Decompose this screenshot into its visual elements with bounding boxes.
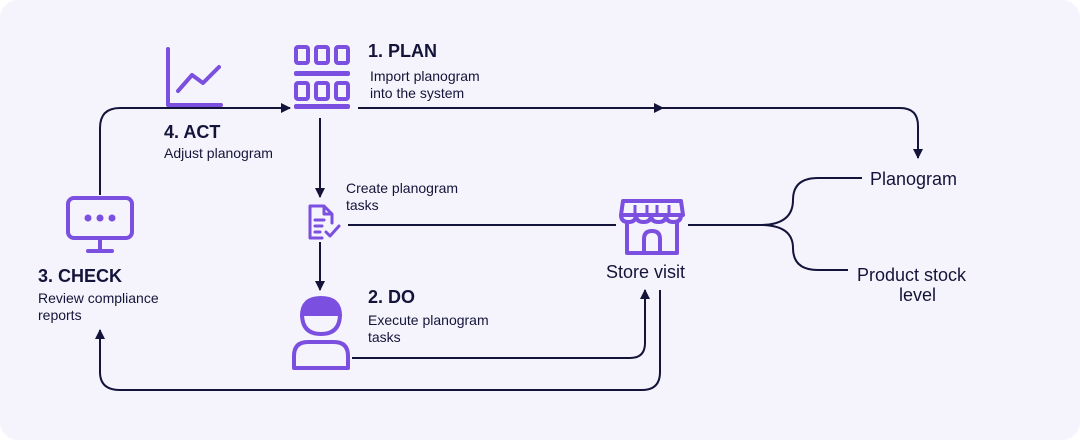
check-description-line-1: Review compliance — [38, 290, 159, 306]
shelf-grid-icon — [294, 45, 350, 109]
do-to-store-connector — [352, 289, 650, 359]
store-visit-label: Store visit — [606, 262, 686, 282]
monitor-icon — [66, 196, 134, 253]
product-stock-label-line-1: Product stock — [857, 265, 967, 285]
do-title: 2. DO — [368, 287, 416, 307]
check-to-plan-connector — [99, 103, 291, 195]
create-tasks-line-2: tasks — [346, 197, 379, 213]
act-description: Adjust planogram — [164, 145, 273, 161]
plan-description-line-2: into the system — [370, 85, 465, 101]
do-description-line-2: tasks — [368, 329, 401, 345]
check-description-line-2: reports — [38, 307, 82, 323]
store-to-check-connector — [95, 290, 661, 391]
plan-title: 1. PLAN — [368, 41, 438, 61]
check-title: 3. CHECK — [38, 266, 123, 286]
act-title: 4. ACT — [164, 122, 221, 142]
plan-description-line-1: Import planogram — [370, 68, 480, 84]
planogram-output-label: Planogram — [870, 169, 958, 189]
create-tasks-line-1: Create planogram — [346, 180, 459, 196]
line-chart-icon — [166, 47, 223, 107]
product-stock-label-line-2: level — [899, 285, 937, 305]
person-icon — [292, 296, 350, 370]
do-description-line-1: Execute planogram — [368, 312, 489, 328]
document-check-icon — [308, 204, 341, 240]
storefront-icon — [619, 199, 685, 255]
